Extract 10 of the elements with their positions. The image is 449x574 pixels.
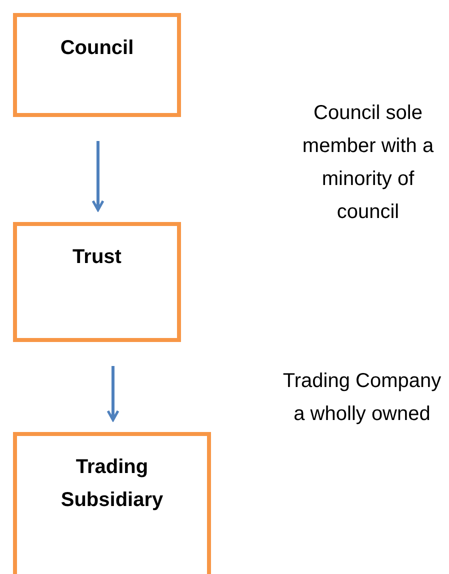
note-text: Trading Company a wholly owned [282,369,442,427]
note-text: Council sole member with a minority of council [301,101,435,225]
arrow [106,366,120,422]
box-title: Trading Subsidiary [60,455,164,513]
process-box [13,432,211,574]
process-box [13,13,181,117]
box-title: Council [59,36,135,61]
process-box [13,222,181,342]
arrow [92,141,104,212]
box-title: Trust [72,245,122,270]
